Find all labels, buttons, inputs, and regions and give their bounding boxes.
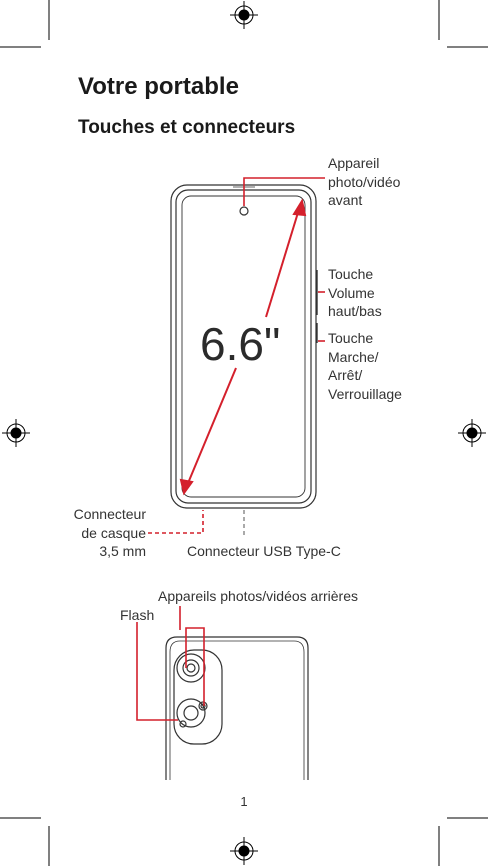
page-title: Votre portable <box>78 73 239 100</box>
headset-jack-label-line: Connecteur <box>73 506 146 522</box>
callout-lines <box>243 177 325 342</box>
front-camera-label-line: photo/vidéo <box>328 173 401 190</box>
headset-jack-label-line: de casque <box>81 524 146 541</box>
power-key-label-line: Arrêt/ <box>328 367 363 383</box>
screen-size-label: 6.6" <box>200 318 281 370</box>
registration-mark-left <box>2 419 30 447</box>
jack-callout <box>148 510 204 534</box>
power-key-label-line: Verrouillage <box>328 385 402 402</box>
rear-callouts <box>136 606 205 721</box>
volume-key-label-line: haut/bas <box>328 303 382 319</box>
front-camera-label: Appareil photo/vidéo avant <box>328 154 400 210</box>
registration-mark-top <box>230 1 258 29</box>
power-key-label-line: Touche <box>328 330 374 346</box>
headset-jack-label: Connecteur de casque 3,5 mm <box>40 505 146 561</box>
power-key-label: Touche Marche/ Arrêt/ Verrouillage <box>328 329 402 403</box>
flash-label: Flash <box>120 607 155 623</box>
power-key-label-line: Marche/ <box>328 348 379 365</box>
page-number: 1 <box>240 794 248 809</box>
volume-key-label-line: Touche <box>328 266 374 282</box>
registration-mark-bottom <box>230 837 258 865</box>
volume-key-label-line: Volume <box>328 284 375 301</box>
diagonal-arrow <box>179 198 307 496</box>
section-title: Touches et connecteurs <box>78 117 296 138</box>
headset-jack-label-line: 3,5 mm <box>99 543 146 559</box>
usb-connector-label: Connecteur USB Type-C <box>187 543 341 559</box>
front-camera-label-line: avant <box>328 192 363 208</box>
rear-cameras-label: Appareils photos/vidéos arrières <box>158 588 358 604</box>
front-camera-label-line: Appareil <box>328 155 380 171</box>
volume-key-label: Touche Volume haut/bas <box>328 265 382 321</box>
phone-rear <box>165 636 309 780</box>
registration-mark-right <box>458 419 486 447</box>
